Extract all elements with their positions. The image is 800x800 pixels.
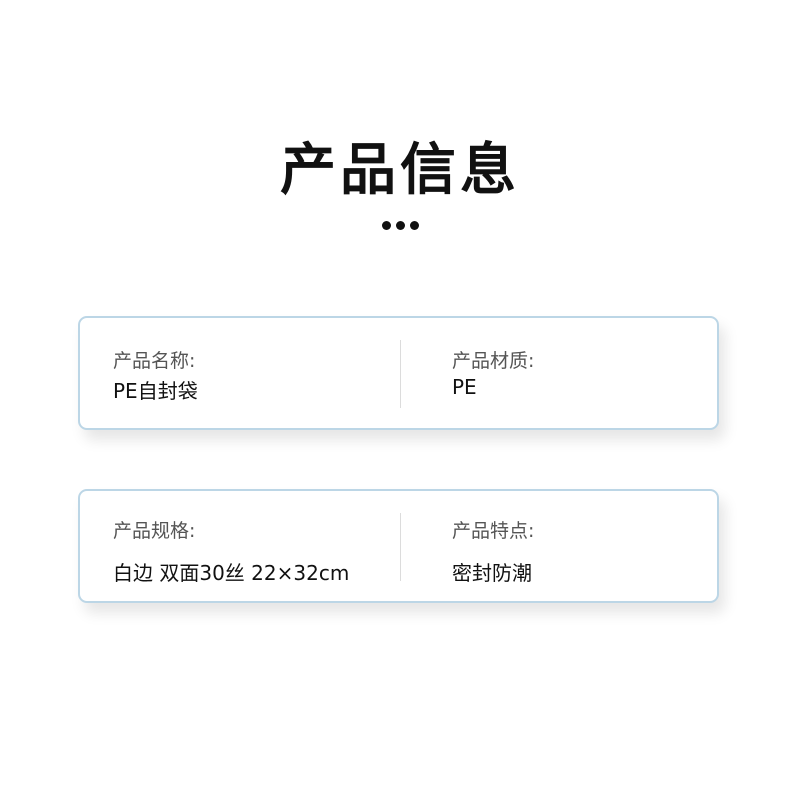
product-features-label: 产品特点: [452, 520, 535, 542]
product-features-value: 密封防潮 [452, 561, 532, 585]
card-divider [400, 513, 401, 581]
product-material-label: 产品材质: [452, 350, 535, 372]
product-spec-value: 白边 双面30丝 22×32cm [113, 561, 350, 585]
info-card-spec-features: 产品规格: 白边 双面30丝 22×32cm 产品特点: 密封防潮 [78, 489, 719, 603]
title-decoration-dots [0, 221, 800, 230]
card-divider [400, 340, 401, 408]
info-card-name-material: 产品名称: PE自封袋 产品材质: PE [78, 316, 719, 430]
product-material-value: PE [452, 375, 477, 399]
product-name-value: PE自封袋 [113, 379, 198, 403]
page-title: 产品信息 [280, 138, 520, 203]
dot-icon [381, 221, 391, 230]
product-spec-label: 产品规格: [113, 520, 196, 542]
product-name-label: 产品名称: [113, 350, 196, 372]
dot-icon [409, 221, 419, 230]
dot-icon [395, 221, 405, 230]
